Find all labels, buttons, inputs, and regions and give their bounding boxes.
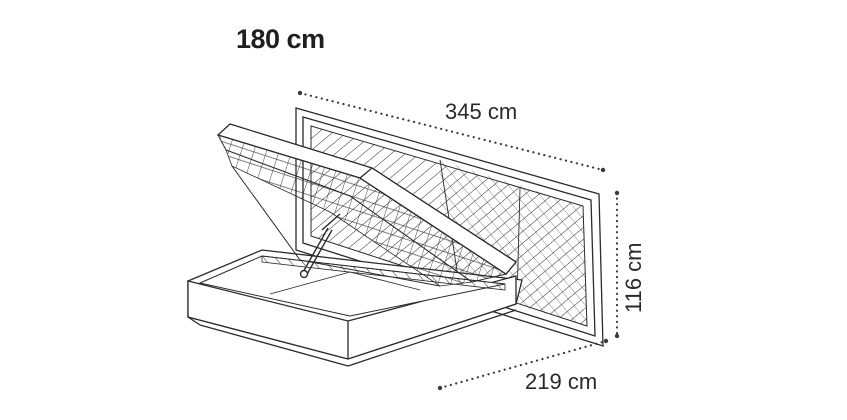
depth-label: 219 cm — [525, 369, 598, 394]
depth-dimension-line — [438, 339, 608, 390]
lifted-platform — [216, 123, 517, 287]
gas-piston — [299, 213, 341, 279]
dimension-lines — [298, 91, 619, 390]
width-dimension-line — [298, 91, 605, 172]
bed-size-title: 180 cm — [236, 24, 325, 54]
height-label: 116 cm — [621, 242, 646, 313]
width-label: 345 cm — [445, 99, 518, 124]
